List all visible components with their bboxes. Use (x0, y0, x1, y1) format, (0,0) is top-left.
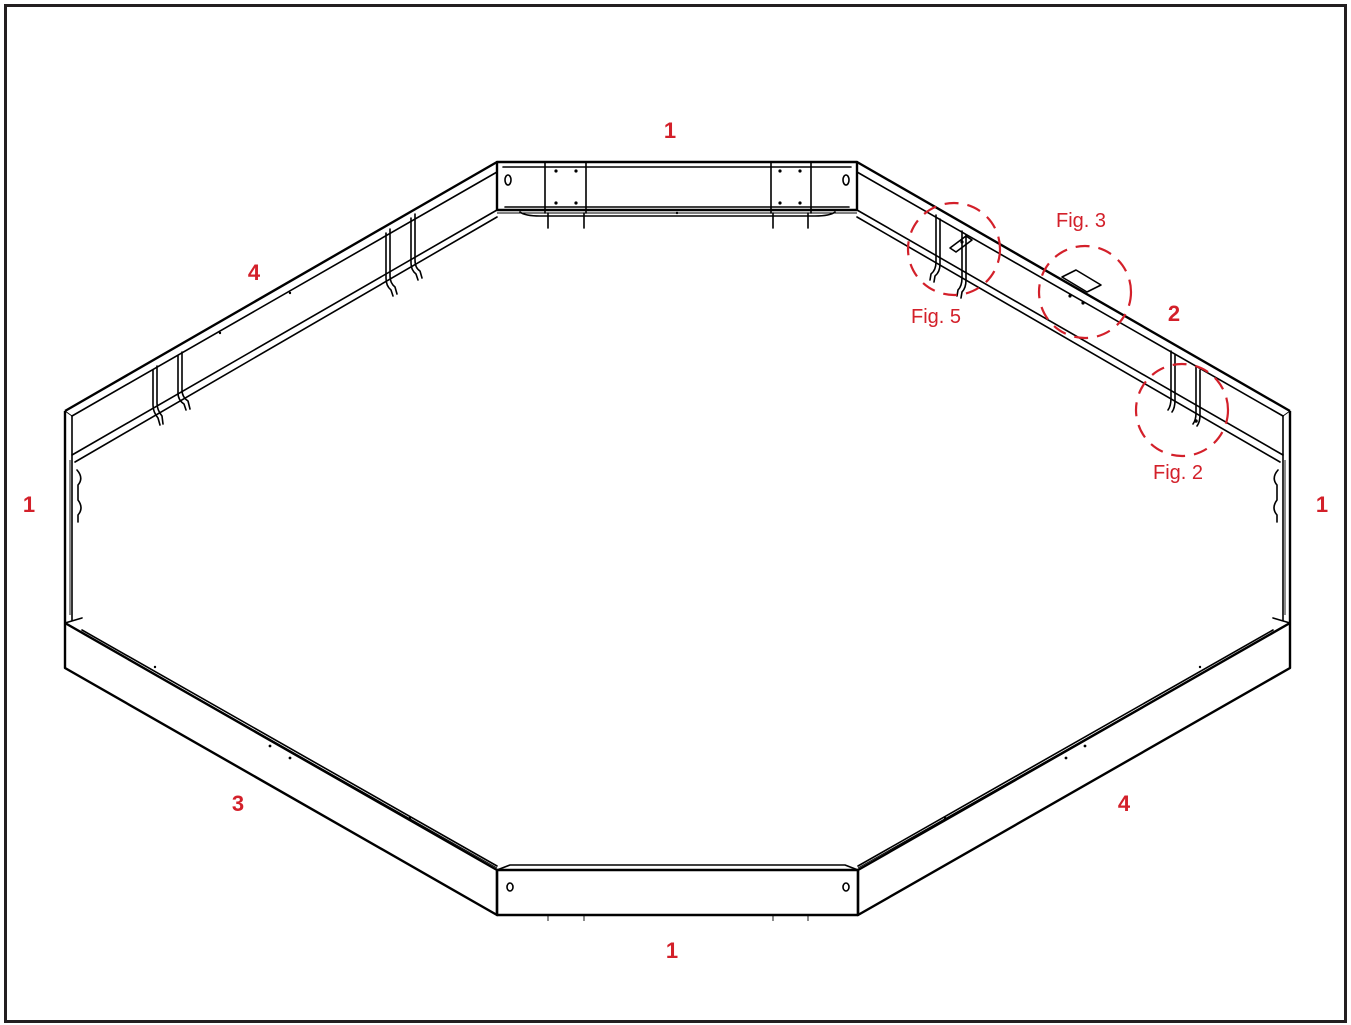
fig3-label: Fig. 3 (1056, 210, 1106, 232)
part-label-bottom: 1 (666, 938, 678, 963)
panel-left (63, 411, 82, 623)
part-label-right: 1 (1316, 492, 1328, 517)
part-label-upper-right: 2 (1168, 301, 1180, 326)
part-label-lower-right: 4 (1118, 791, 1131, 816)
drawing-frame (4, 4, 1347, 1023)
part-label-lower-left: 3 (232, 791, 244, 816)
panel-upper-right (856, 160, 1291, 463)
part-label-top: 1 (664, 118, 676, 143)
panel-top-back (495, 160, 859, 229)
panel-lower-left (63, 617, 499, 917)
part-label-left: 1 (23, 492, 35, 517)
panel-upper-left (64, 160, 498, 463)
fig5-detail-circle (906, 201, 1002, 297)
fig2-label: Fig. 2 (1153, 462, 1203, 484)
fig5-label: Fig. 5 (911, 306, 961, 328)
part-label-upper-left: 4 (248, 260, 261, 285)
fig3-detail-circle (1037, 244, 1133, 340)
panel-bottom-front (495, 864, 860, 921)
panel-right (1273, 411, 1292, 623)
panel-lower-right (856, 617, 1292, 917)
fig2-detail-circle (1134, 362, 1230, 458)
